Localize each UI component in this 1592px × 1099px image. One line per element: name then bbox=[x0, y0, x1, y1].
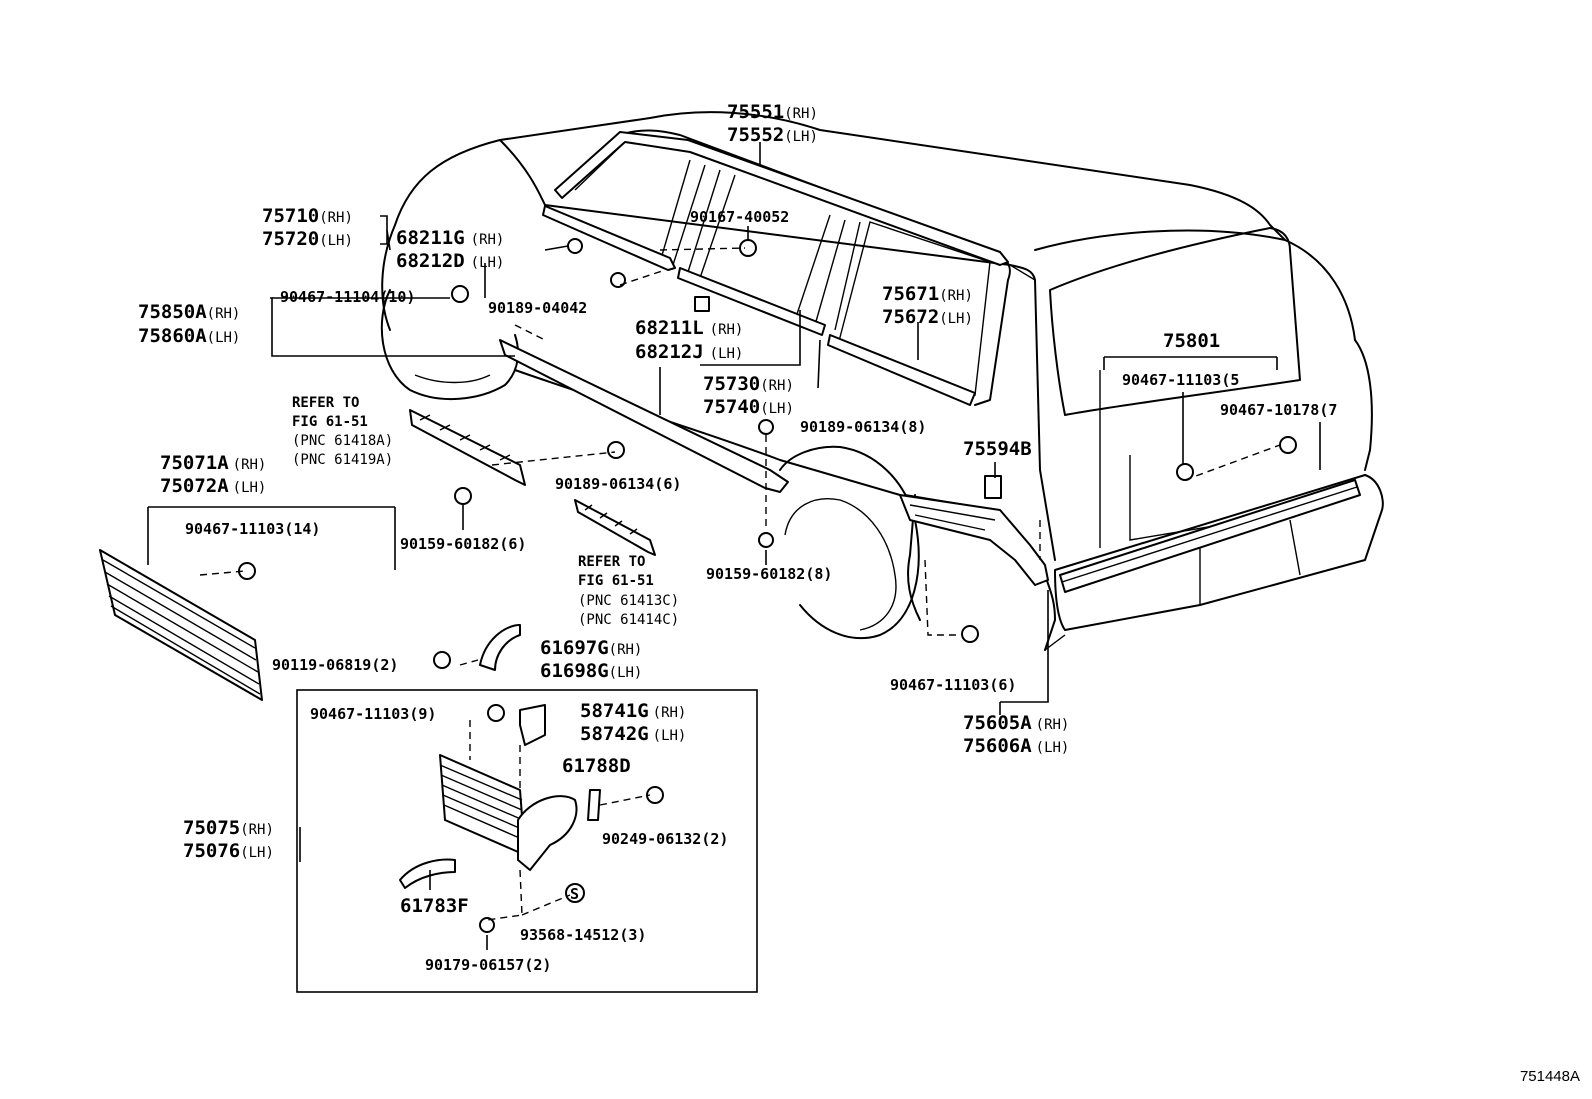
part-labels: 75551(RH) 75552(LH) 75710(RH) 75720(LH) … bbox=[138, 101, 1337, 974]
label-90467-11103-14: 90467-11103(14) bbox=[185, 520, 320, 538]
label-75075: 75075 bbox=[183, 817, 240, 839]
svg-text:75740(LH): 75740(LH) bbox=[703, 396, 794, 418]
label-90167-40052: 90167-40052 bbox=[690, 208, 789, 226]
svg-text:75671(RH): 75671(RH) bbox=[882, 283, 973, 305]
svg-text:61698G(LH): 61698G(LH) bbox=[540, 660, 642, 682]
pnc-61418A: (PNC 61418A) bbox=[292, 433, 393, 449]
parts bbox=[99, 131, 1361, 933]
label-75551: 75551 bbox=[727, 101, 784, 123]
label-58741G: 58741G bbox=[580, 700, 649, 722]
fig-ref-1: FIG 61-51 bbox=[292, 414, 368, 430]
refer-to-2: REFER TO bbox=[578, 554, 645, 570]
svg-text:68211L(RH): 68211L(RH) bbox=[635, 317, 743, 339]
label-90159-60182-8: 90159-60182(8) bbox=[706, 565, 832, 583]
svg-text:75730(RH): 75730(RH) bbox=[703, 373, 794, 395]
pnc-61414C: (PNC 61414C) bbox=[578, 612, 679, 628]
label-61783F: 61783F bbox=[400, 895, 469, 917]
label-75850A: 75850A bbox=[138, 301, 207, 323]
svg-text:68212D(LH): 68212D(LH) bbox=[396, 250, 504, 272]
label-90467-11103-5: 90467-11103(5 bbox=[1122, 371, 1239, 389]
label-75071A: 75071A bbox=[160, 452, 229, 474]
svg-text:75072A(LH): 75072A(LH) bbox=[160, 475, 266, 497]
svg-text:75551(RH): 75551(RH) bbox=[727, 101, 818, 123]
label-75606A: 75606A bbox=[963, 735, 1032, 757]
label-68212J: 68212J bbox=[635, 341, 704, 363]
label-93568-14512: 93568-14512(3) bbox=[520, 926, 646, 944]
svg-text:75606A(LH): 75606A(LH) bbox=[963, 735, 1069, 757]
label-90179-06157: 90179-06157(2) bbox=[425, 956, 551, 974]
label-75552: 75552 bbox=[727, 124, 784, 146]
fig-ref-2: FIG 61-51 bbox=[578, 573, 654, 589]
svg-text:75860A(LH): 75860A(LH) bbox=[138, 325, 240, 347]
label-75672: 75672 bbox=[882, 306, 939, 328]
svg-text:68212J(LH): 68212J(LH) bbox=[635, 341, 743, 363]
svg-text:75720(LH): 75720(LH) bbox=[262, 228, 353, 250]
label-90189-06134-8: 90189-06134(8) bbox=[800, 418, 926, 436]
inset-box bbox=[296, 689, 758, 993]
refer-to-1: REFER TO bbox=[292, 395, 359, 411]
svg-text:75075(RH): 75075(RH) bbox=[183, 817, 274, 839]
label-75740: 75740 bbox=[703, 396, 760, 418]
label-90189-06134-6: 90189-06134(6) bbox=[555, 475, 681, 493]
label-75710: 75710 bbox=[262, 205, 319, 227]
svg-text:75552(LH): 75552(LH) bbox=[727, 124, 818, 146]
svg-text:75672(LH): 75672(LH) bbox=[882, 306, 973, 328]
pnc-61419A: (PNC 61419A) bbox=[292, 452, 393, 468]
label-90119-06819: 90119-06819(2) bbox=[272, 656, 398, 674]
label-61698G: 61698G bbox=[540, 660, 609, 682]
label-90189-04042: 90189-04042 bbox=[488, 299, 587, 317]
svg-text:75850A(RH): 75850A(RH) bbox=[138, 301, 240, 323]
figure-id: 751448A bbox=[1519, 1068, 1580, 1085]
label-75801: 75801 bbox=[1163, 330, 1220, 352]
svg-text:75605A(RH): 75605A(RH) bbox=[963, 712, 1069, 734]
label-90467-11103-6: 90467-11103(6) bbox=[890, 676, 1016, 694]
svg-text:61697G(RH): 61697G(RH) bbox=[540, 637, 642, 659]
label-90159-60182-6: 90159-60182(6) bbox=[400, 535, 526, 553]
label-61788D: 61788D bbox=[562, 755, 631, 777]
svg-text:75076(LH): 75076(LH) bbox=[183, 840, 274, 862]
label-75605A: 75605A bbox=[963, 712, 1032, 734]
label-75860A: 75860A bbox=[138, 325, 207, 347]
label-75076: 75076 bbox=[183, 840, 240, 862]
label-68211L: 68211L bbox=[635, 317, 704, 339]
fasteners bbox=[238, 238, 1297, 933]
label-90467-10178: 90467-10178(7 bbox=[1220, 401, 1337, 419]
leader-lines bbox=[147, 142, 1321, 950]
label-90467-11104: 90467-11104(10) bbox=[280, 288, 415, 306]
label-58742G: 58742G bbox=[580, 723, 649, 745]
label-90467-11103-9: 90467-11103(9) bbox=[310, 705, 436, 723]
label-68211G: 68211G bbox=[396, 227, 465, 249]
label-75072A: 75072A bbox=[160, 475, 229, 497]
label-75671: 75671 bbox=[882, 283, 939, 305]
label-75720: 75720 bbox=[262, 228, 319, 250]
svg-text:68211G(RH): 68211G(RH) bbox=[396, 227, 504, 249]
svg-text:58742G(LH): 58742G(LH) bbox=[580, 723, 686, 745]
svg-text:58741G(RH): 58741G(RH) bbox=[580, 700, 686, 722]
label-90249-06132: 90249-06132(2) bbox=[602, 830, 728, 848]
s-mark: S bbox=[570, 885, 579, 903]
label-68212D: 68212D bbox=[396, 250, 465, 272]
svg-text:75710(RH): 75710(RH) bbox=[262, 205, 353, 227]
label-61697G: 61697G bbox=[540, 637, 609, 659]
label-75730: 75730 bbox=[703, 373, 760, 395]
label-75594B: 75594B bbox=[963, 438, 1032, 460]
pnc-61413C: (PNC 61413C) bbox=[578, 593, 679, 609]
svg-text:75071A(RH): 75071A(RH) bbox=[160, 452, 266, 474]
